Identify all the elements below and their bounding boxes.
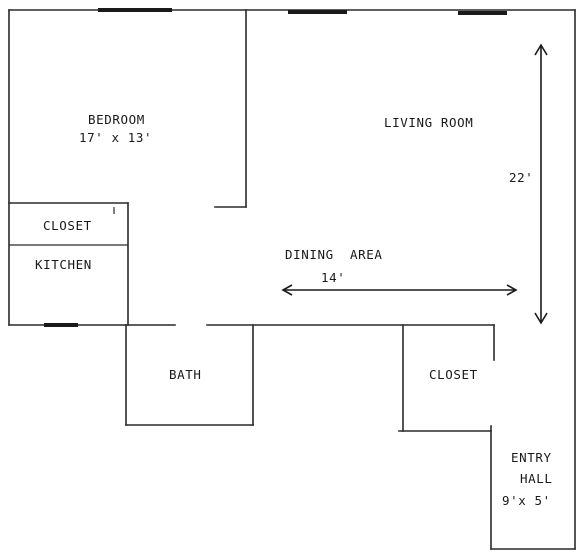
entry-hall-size: 9'x 5' (502, 493, 551, 508)
living-room-label: LIVING ROOM (384, 115, 473, 130)
bath-label: BATH (169, 367, 202, 382)
windows (44, 8, 507, 327)
dining-dimension-arrow (281, 284, 518, 296)
bedroom-walls (8, 9, 247, 326)
bedroom-size: 17' x 13' (79, 130, 152, 145)
hall-closet-label: CLOSET (429, 367, 478, 382)
bedroom-label: BEDROOM (88, 112, 145, 127)
dining-dimension-label: 14' (321, 270, 345, 285)
living-room-dimension-arrow (534, 43, 548, 325)
entry-hall-label-line2: HALL (520, 471, 553, 486)
bath-walls (125, 324, 254, 426)
outer-walls (8, 9, 576, 550)
hall-closet-walls (398, 324, 492, 432)
dimension-lines (281, 43, 548, 325)
entry-hall-label-line1: ENTRY (511, 450, 552, 465)
room-labels: BEDROOM 17' x 13' LIVING ROOM 22' CLOSET… (35, 112, 553, 508)
bedroom-closet-label: CLOSET (43, 218, 92, 233)
kitchen-label: KITCHEN (35, 257, 92, 272)
living-room-dimension-label: 22' (509, 170, 533, 185)
dining-area-label: DINING AREA (285, 247, 383, 262)
